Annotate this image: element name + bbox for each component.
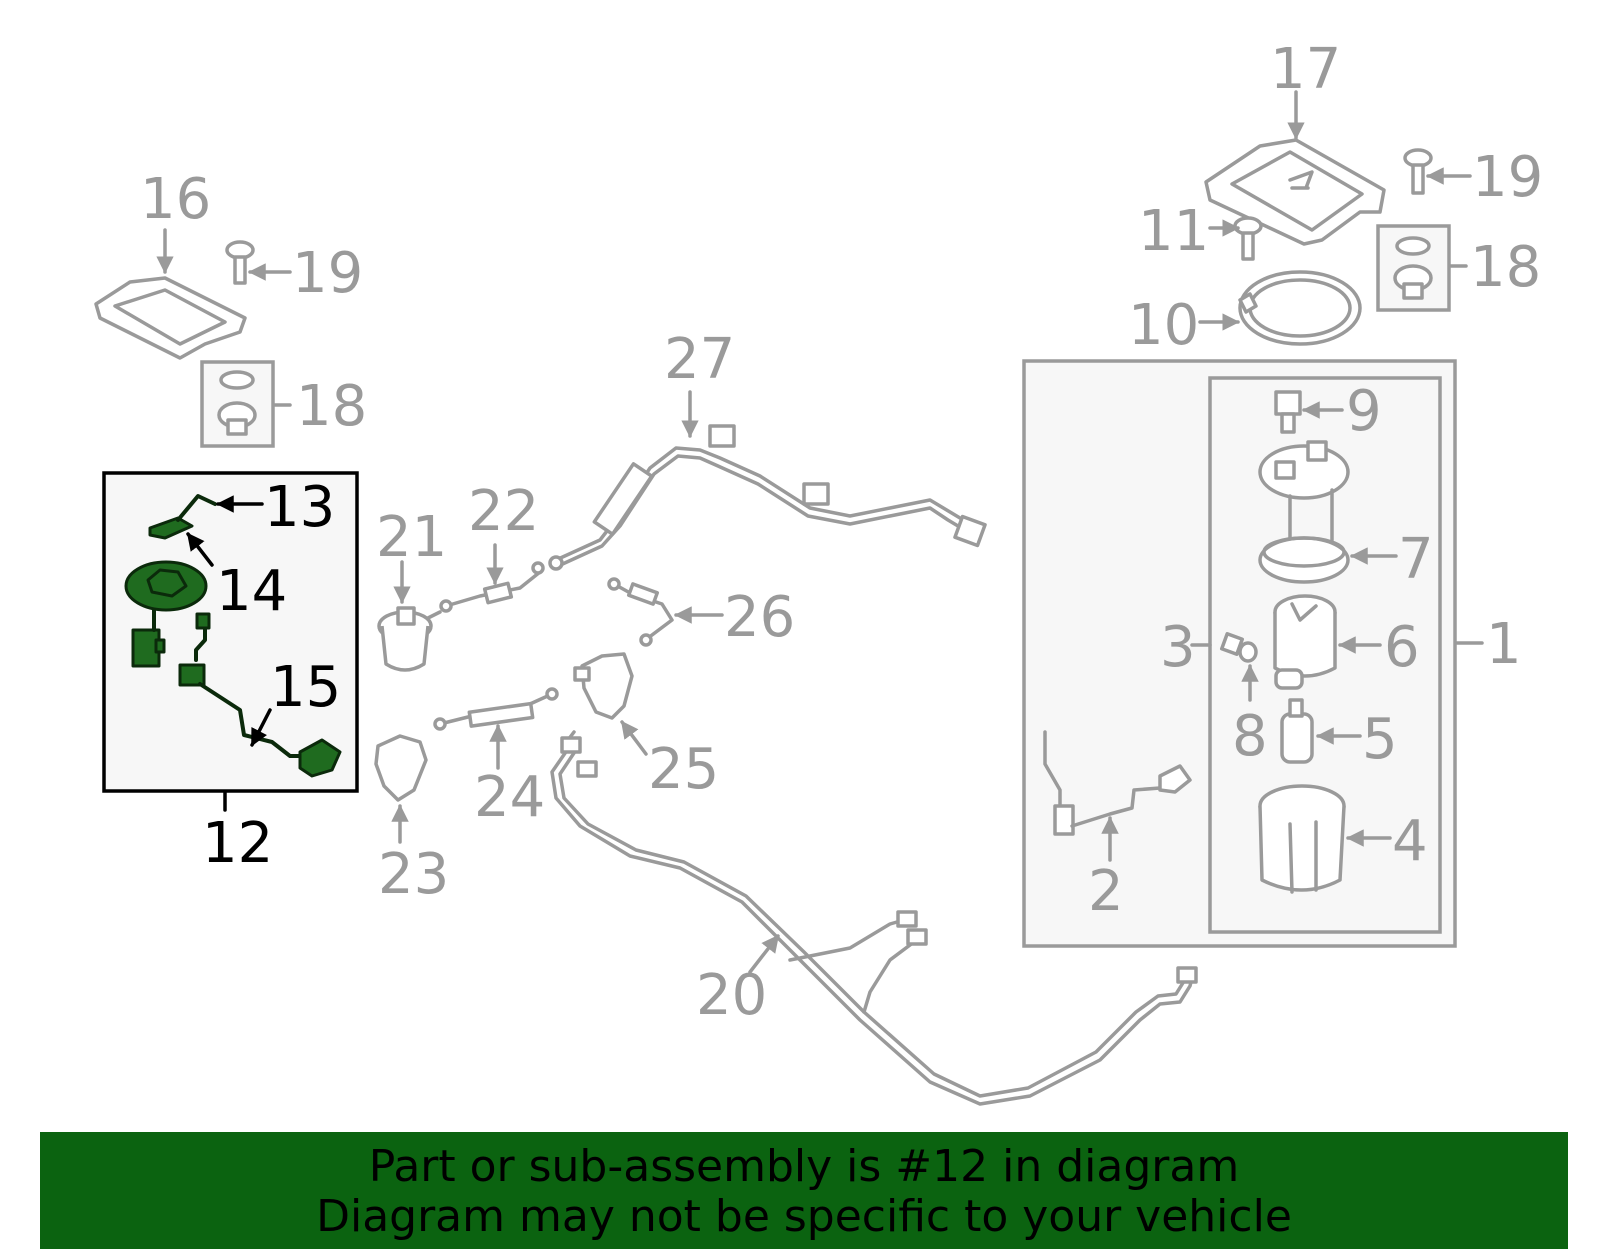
callout-1: 1 — [1486, 612, 1522, 677]
part-20-harness[interactable] — [550, 730, 1198, 1106]
banner-line-2: Diagram may not be specific to your vehi… — [316, 1191, 1292, 1242]
callout-24: 24 — [474, 765, 545, 830]
part-16-cover[interactable] — [94, 276, 247, 360]
info-banner: Part or sub-assembly is #12 in diagram D… — [40, 1132, 1568, 1249]
part-25-bracket[interactable] — [573, 652, 634, 720]
callout-13: 13 — [264, 475, 335, 540]
callout-19-left: 19 — [292, 241, 363, 306]
callout-11: 11 — [1138, 199, 1209, 264]
callout-4: 4 — [1392, 809, 1428, 874]
banner-line-1: Part or sub-assembly is #12 in diagram — [368, 1141, 1240, 1192]
part-2-sensor[interactable] — [1043, 730, 1192, 836]
callout-3: 3 — [1160, 615, 1196, 680]
part-11-bolt[interactable] — [1233, 216, 1263, 261]
callout-5: 5 — [1362, 707, 1398, 772]
callout-19-right: 19 — [1472, 145, 1543, 210]
part-26-hose[interactable] — [607, 577, 674, 647]
parts-diagram: 16 19 18 12 13 14 — [94, 37, 1543, 1106]
callout-2: 2 — [1088, 859, 1124, 924]
callout-7: 7 — [1398, 527, 1434, 592]
callout-8: 8 — [1232, 704, 1268, 769]
part-22-hose[interactable] — [439, 561, 545, 613]
leader-25 — [620, 720, 648, 756]
part-3-8-fitting[interactable] — [1219, 631, 1258, 663]
part-18-left[interactable] — [200, 360, 275, 448]
callout-27: 27 — [664, 327, 735, 392]
leader-15 — [250, 708, 272, 747]
callout-12: 12 — [202, 811, 273, 876]
part-14-cap[interactable] — [124, 560, 208, 612]
part-7-flange[interactable] — [1258, 440, 1350, 584]
part-12-module[interactable] — [131, 608, 166, 668]
callout-18-right: 18 — [1470, 235, 1541, 300]
callout-25: 25 — [648, 737, 719, 802]
leader-20 — [748, 934, 780, 974]
part-19-bolt-left[interactable] — [225, 240, 255, 285]
part-5-filter[interactable] — [1280, 698, 1314, 764]
part-9-valve[interactable] — [1274, 390, 1302, 434]
callout-23: 23 — [378, 842, 449, 907]
callout-14: 14 — [216, 559, 287, 624]
part-24-hose[interactable] — [433, 687, 559, 731]
part-23-bracket[interactable] — [374, 734, 428, 802]
callout-6: 6 — [1384, 615, 1420, 680]
part-27-tube[interactable] — [548, 424, 987, 571]
callout-15: 15 — [270, 655, 341, 720]
leader-14 — [186, 532, 214, 567]
part-10-gasket[interactable] — [1238, 270, 1362, 346]
callout-9: 9 — [1346, 379, 1382, 444]
part-13-sensor[interactable] — [148, 494, 217, 540]
callout-17: 17 — [1270, 37, 1341, 102]
callout-16: 16 — [140, 167, 211, 232]
callout-21: 21 — [376, 505, 447, 570]
part-18-right[interactable] — [1376, 224, 1451, 312]
part-4-reservoir[interactable] — [1258, 784, 1346, 894]
callout-20: 20 — [696, 963, 767, 1028]
part-21-filter[interactable] — [377, 606, 442, 672]
part-19-bolt-right[interactable] — [1403, 148, 1433, 195]
callout-10: 10 — [1128, 293, 1199, 358]
callout-18-left: 18 — [296, 374, 367, 439]
part-6-pump[interactable] — [1273, 594, 1337, 690]
callout-26: 26 — [724, 585, 795, 650]
callout-22: 22 — [468, 479, 539, 544]
